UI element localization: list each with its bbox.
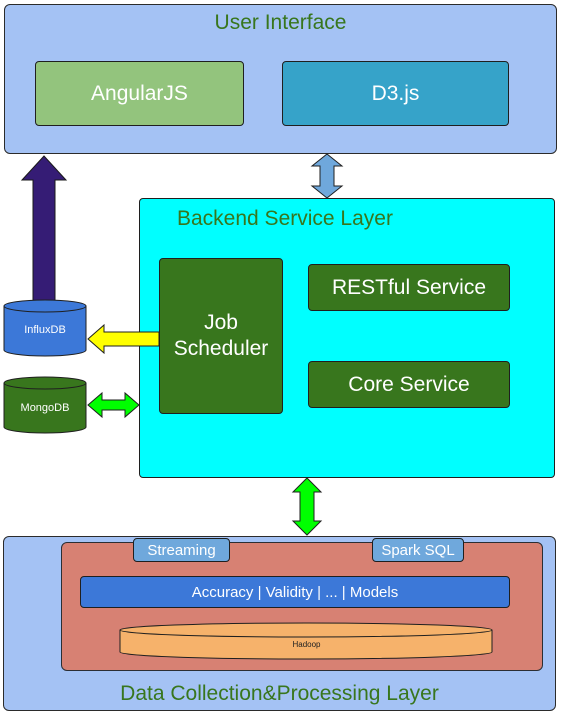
scheduler-to-influx-arrow	[87, 323, 160, 355]
job-scheduler-label-line2: Scheduler	[173, 337, 269, 360]
influxdb-cylinder	[3, 299, 87, 357]
d3js-box[interactable]: D3.js	[282, 61, 509, 126]
backend-data-arrow	[291, 477, 323, 536]
backend-service-title: Backend Service Layer	[177, 207, 393, 230]
restful-service-box[interactable]: RESTful Service	[308, 264, 510, 311]
user-interface-title: User Interface	[214, 11, 347, 34]
data-processing-title: Data Collection&Processing Layer	[120, 682, 439, 705]
ui-backend-arrow	[310, 153, 344, 199]
hadoop-label: Hadoop	[292, 639, 321, 649]
mongodb-label: MongoDB	[20, 402, 70, 414]
influxdb-label: InfluxDB	[24, 324, 66, 336]
job-scheduler-label-line1: Job	[204, 311, 238, 334]
spark-sql-tag[interactable]: Spark SQL	[372, 538, 464, 562]
mongo-scheduler-arrow	[87, 391, 140, 419]
models-bar[interactable]: Accuracy | Validity | ... | Models	[80, 576, 510, 608]
hadoop-cylinder	[119, 622, 493, 660]
core-service-box[interactable]: Core Service	[308, 361, 510, 408]
angularjs-box[interactable]: AngularJS	[35, 61, 244, 126]
backend-service-layer: Backend Service Layer	[139, 198, 555, 478]
job-scheduler-box[interactable]: Job Scheduler	[159, 258, 283, 414]
mongodb-cylinder	[3, 376, 87, 434]
influx-to-ui-arrow	[20, 155, 68, 303]
streaming-tag[interactable]: Streaming	[133, 538, 230, 562]
